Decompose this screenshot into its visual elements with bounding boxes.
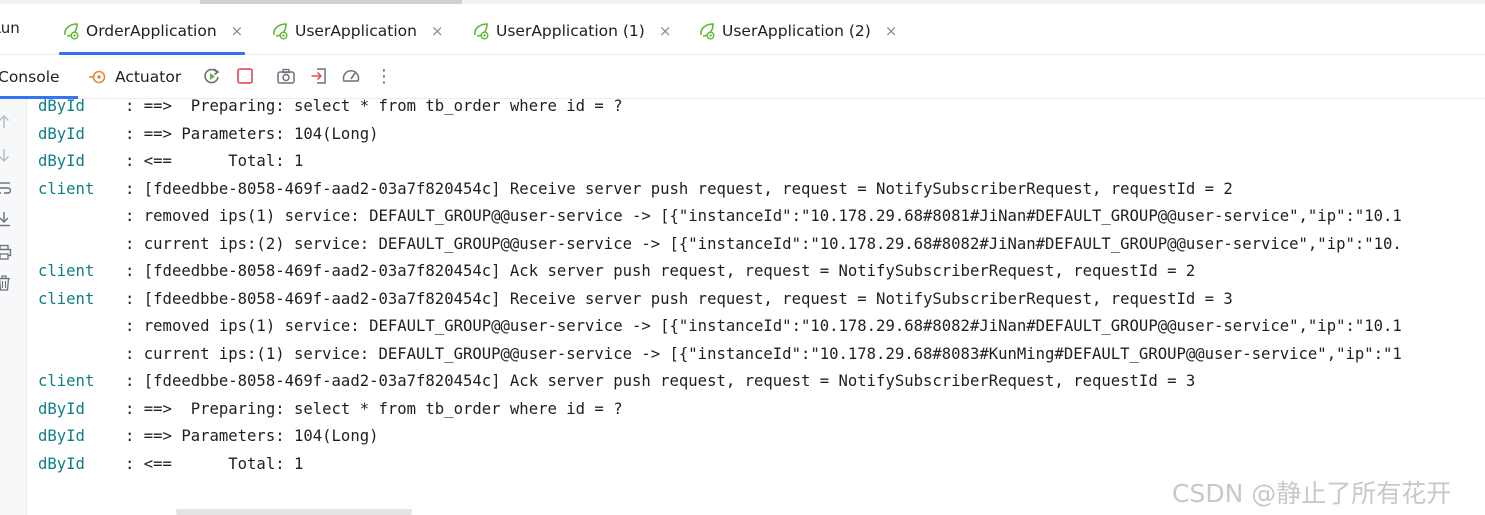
run-tab-3[interactable]: UserApplication (2) × xyxy=(697,8,897,54)
log-message: : ==> Parameters: 104(Long) xyxy=(125,427,379,445)
logger-name: client xyxy=(38,289,95,308)
log-message: : [fdeedbbe-8058-469f-aad2-03a7f820454c]… xyxy=(125,372,1196,390)
log-message: : [fdeedbbe-8058-469f-aad2-03a7f820454c]… xyxy=(125,262,1196,280)
logger-name: dById xyxy=(38,124,85,143)
spring-boot-run-icon xyxy=(270,21,290,41)
console-line: dById : ==> Parameters: 104(Long) xyxy=(26,424,1485,448)
soft-wrap-icon[interactable] xyxy=(0,180,12,196)
console-line: : current ips:(2) service: DEFAULT_GROUP… xyxy=(26,232,1485,256)
run-tab-label: OrderApplication xyxy=(86,22,217,40)
spring-boot-run-icon xyxy=(697,21,717,41)
actuator-icon xyxy=(88,67,108,87)
exit-icon[interactable] xyxy=(309,66,329,86)
run-tab-1[interactable]: UserApplication × xyxy=(270,8,444,54)
console-line: client : [fdeedbbe-8058-469f-aad2-03a7f82… xyxy=(26,369,1485,393)
console-line: client : [fdeedbbe-8058-469f-aad2-03a7f82… xyxy=(26,287,1485,311)
console-output[interactable]: dById : ==> Preparing: select * from tb_o… xyxy=(26,99,1485,515)
console-gutter xyxy=(0,99,27,515)
tab-actuator-label: Actuator xyxy=(115,67,182,86)
logger-name: dById xyxy=(38,427,85,445)
log-message: : current ips:(2) service: DEFAULT_GROUP… xyxy=(125,234,1402,253)
scroll-to-end-icon[interactable] xyxy=(0,211,12,227)
console-line: dById : <== Total: 1 xyxy=(26,149,1485,173)
close-icon[interactable]: × xyxy=(430,22,444,40)
stop-icon[interactable] xyxy=(235,66,255,86)
tab-console[interactable]: Console xyxy=(0,55,77,99)
log-message: : ==> Preparing: select * from tb_order … xyxy=(125,99,623,115)
run-tab-label: UserApplication (1) xyxy=(496,22,645,40)
console-line: : current ips:(1) service: DEFAULT_GROUP… xyxy=(26,342,1485,366)
log-message: : removed ips(1) service: DEFAULT_GROUP@… xyxy=(125,317,1402,335)
log-message: : current ips:(1) service: DEFAULT_GROUP… xyxy=(125,344,1402,363)
dashboard-icon[interactable] xyxy=(341,66,361,86)
console-line: client : [fdeedbbe-8058-469f-aad2-03a7f82… xyxy=(26,177,1485,201)
console-line: dById : ==> Preparing: select * from tb_o… xyxy=(26,397,1485,421)
console-toolbar: Console Actuator ⋮ xyxy=(0,55,1485,99)
close-icon[interactable]: × xyxy=(884,22,898,40)
console-line: dById : ==> Parameters: 104(Long) xyxy=(26,122,1485,146)
console-line: dById : ==> Preparing: select * from tb_o… xyxy=(26,99,1485,118)
run-tab-0[interactable]: OrderApplication × xyxy=(58,8,246,55)
close-icon[interactable]: × xyxy=(658,22,672,40)
rerun-icon[interactable] xyxy=(202,66,222,86)
close-icon[interactable]: × xyxy=(230,22,244,40)
log-message: : removed ips(1) service: DEFAULT_GROUP@… xyxy=(125,207,1402,225)
log-message: : ==> Parameters: 104(Long) xyxy=(125,124,379,143)
spring-boot-run-icon xyxy=(61,21,81,41)
log-message: : ==> Preparing: select * from tb_order … xyxy=(125,399,623,418)
log-message: : [fdeedbbe-8058-469f-aad2-03a7f820454c]… xyxy=(125,289,1233,308)
logger-name: client xyxy=(38,262,95,280)
run-tab-label: UserApplication (2) xyxy=(722,22,871,40)
tab-actuator[interactable]: Actuator xyxy=(88,55,181,98)
logger-name: dById xyxy=(38,99,85,115)
top-scrollbar-thumb[interactable] xyxy=(200,0,462,4)
console-line: client : [fdeedbbe-8058-469f-aad2-03a7f82… xyxy=(26,259,1485,283)
run-tab-label: UserApplication xyxy=(295,22,417,40)
console-line: : removed ips(1) service: DEFAULT_GROUP@… xyxy=(26,204,1485,228)
logger-name: client xyxy=(38,179,95,198)
arrow-up-icon[interactable] xyxy=(0,114,12,130)
run-tab-2[interactable]: UserApplication (1) × xyxy=(471,8,671,54)
logger-name: client xyxy=(38,372,95,390)
logger-name: dById xyxy=(38,454,85,473)
console-line: dById : <== Total: 1 xyxy=(26,452,1485,476)
horizontal-scrollbar-thumb[interactable] xyxy=(176,509,412,515)
spring-boot-run-icon xyxy=(471,21,491,41)
log-message: : <== Total: 1 xyxy=(125,454,304,473)
log-message: : <== Total: 1 xyxy=(125,152,304,170)
more-vertical-icon[interactable]: ⋮ xyxy=(375,65,393,87)
watermark: CSDN @静止了所有花开 xyxy=(1172,479,1452,508)
camera-icon[interactable] xyxy=(276,66,296,86)
trash-icon[interactable] xyxy=(0,275,12,291)
arrow-down-icon[interactable] xyxy=(0,147,12,163)
tab-console-label: Console xyxy=(0,67,60,86)
logger-name: dById xyxy=(38,152,85,170)
console-line: : removed ips(1) service: DEFAULT_GROUP@… xyxy=(26,314,1485,338)
top-scrollbar[interactable] xyxy=(0,0,1485,4)
print-icon[interactable] xyxy=(0,244,12,260)
run-tab-bar: Run OrderApplication×UserApplication×Use… xyxy=(0,4,1485,55)
log-message: : [fdeedbbe-8058-469f-aad2-03a7f820454c]… xyxy=(125,179,1233,198)
logger-name: dById xyxy=(38,399,85,418)
run-panel-title: Run xyxy=(0,19,20,37)
